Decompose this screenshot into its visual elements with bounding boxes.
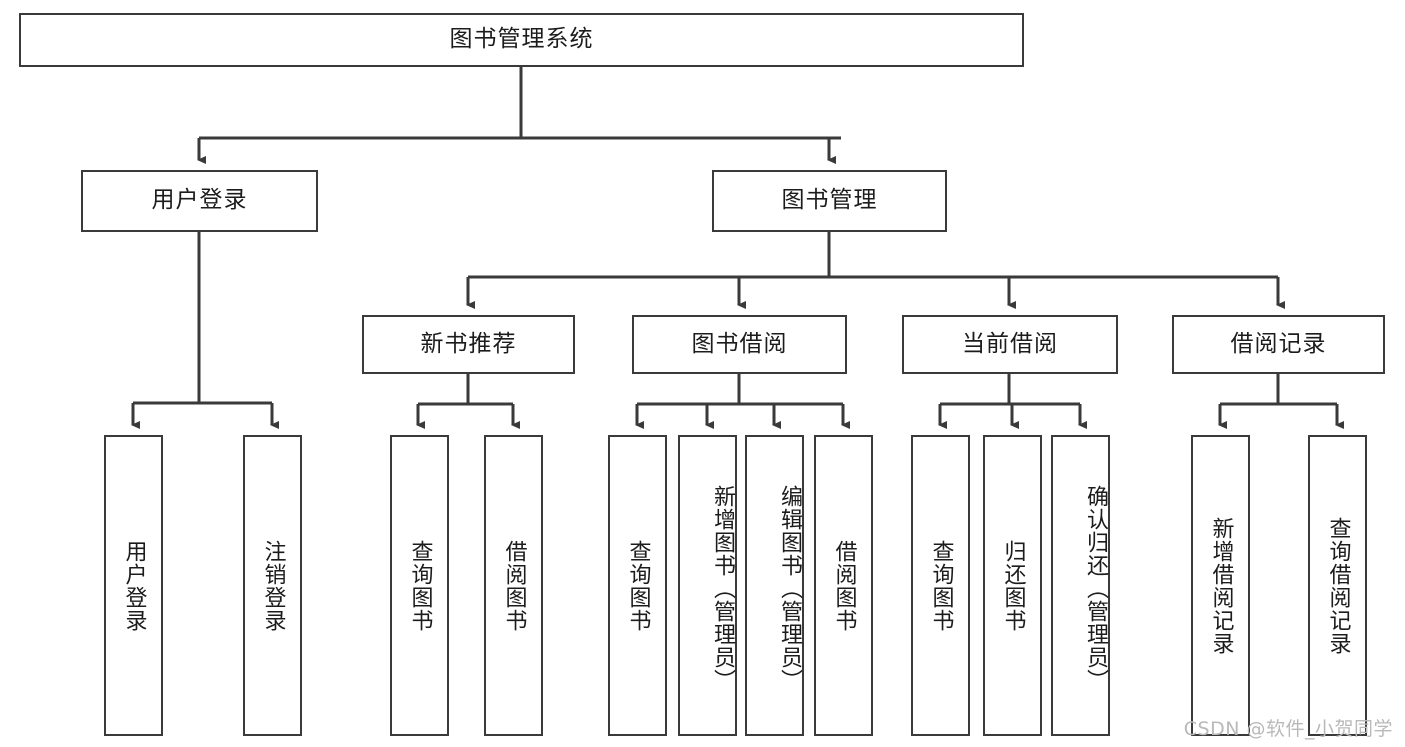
leaf-borrow-book-label: 借阅图书: [831, 539, 857, 632]
leaf-borrow-book-recommend[interactable]: 借阅图书: [484, 435, 543, 736]
node-user-login[interactable]: 用户登录: [81, 170, 318, 232]
node-new-book-recommend[interactable]: 新书推荐: [362, 315, 575, 374]
leaf-query-book-current[interactable]: 查询图书: [911, 435, 970, 736]
node-borrow-record[interactable]: 借阅记录: [1172, 315, 1385, 374]
node-book-borrow[interactable]: 图书借阅: [632, 315, 847, 374]
leaf-query-book-current-label: 查询图书: [928, 539, 954, 632]
node-current-borrow-label: 当前借阅: [962, 330, 1058, 357]
leaf-confirm-return-admin-label: 确认归还（管理员）: [1083, 485, 1108, 692]
leaf-edit-book-admin-label: 编辑图书（管理员）: [777, 485, 802, 692]
leaf-query-book-borrow-label: 查询图书: [625, 539, 651, 632]
leaf-query-borrow-record[interactable]: 查询借阅记录: [1308, 435, 1367, 736]
leaf-user-login-label: 用户登录: [121, 539, 147, 632]
leaf-query-borrow-record-label: 查询借阅记录: [1325, 516, 1351, 655]
node-current-borrow[interactable]: 当前借阅: [902, 315, 1118, 374]
watermark: CSDN @软件_小贺同学: [1183, 718, 1393, 740]
leaf-user-login[interactable]: 用户登录: [104, 435, 163, 736]
leaf-add-borrow-record-label: 新增借阅记录: [1208, 516, 1234, 655]
leaf-add-book-admin-label: 新增图书（管理员）: [710, 485, 735, 692]
leaf-edit-book-admin[interactable]: 编辑图书（管理员）: [745, 435, 804, 736]
leaf-borrow-book[interactable]: 借阅图书: [814, 435, 873, 736]
node-book-management[interactable]: 图书管理: [712, 170, 947, 232]
leaf-user-logout[interactable]: 注销登录: [243, 435, 302, 736]
node-new-book-recommend-label: 新书推荐: [420, 330, 517, 357]
leaf-query-book-borrow[interactable]: 查询图书: [608, 435, 667, 736]
node-book-borrow-label: 图书借阅: [691, 330, 788, 357]
leaf-return-book[interactable]: 归还图书: [983, 435, 1042, 736]
leaf-add-borrow-record[interactable]: 新增借阅记录: [1191, 435, 1250, 736]
leaf-add-book-admin[interactable]: 新增图书（管理员）: [678, 435, 737, 736]
leaf-confirm-return-admin[interactable]: 确认归还（管理员）: [1051, 435, 1110, 736]
node-borrow-record-label: 借阅记录: [1230, 330, 1327, 357]
node-root-label: 图书管理系统: [449, 26, 594, 53]
node-book-management-label: 图书管理: [781, 187, 878, 214]
leaf-user-logout-label: 注销登录: [260, 539, 286, 632]
leaf-query-book-recommend-label: 查询图书: [407, 539, 433, 632]
node-user-login-label: 用户登录: [151, 187, 248, 214]
leaf-borrow-book-recommend-label: 借阅图书: [501, 539, 527, 632]
node-root[interactable]: 图书管理系统: [19, 13, 1024, 67]
leaf-query-book-recommend[interactable]: 查询图书: [390, 435, 449, 736]
leaf-return-book-label: 归还图书: [1000, 539, 1026, 632]
